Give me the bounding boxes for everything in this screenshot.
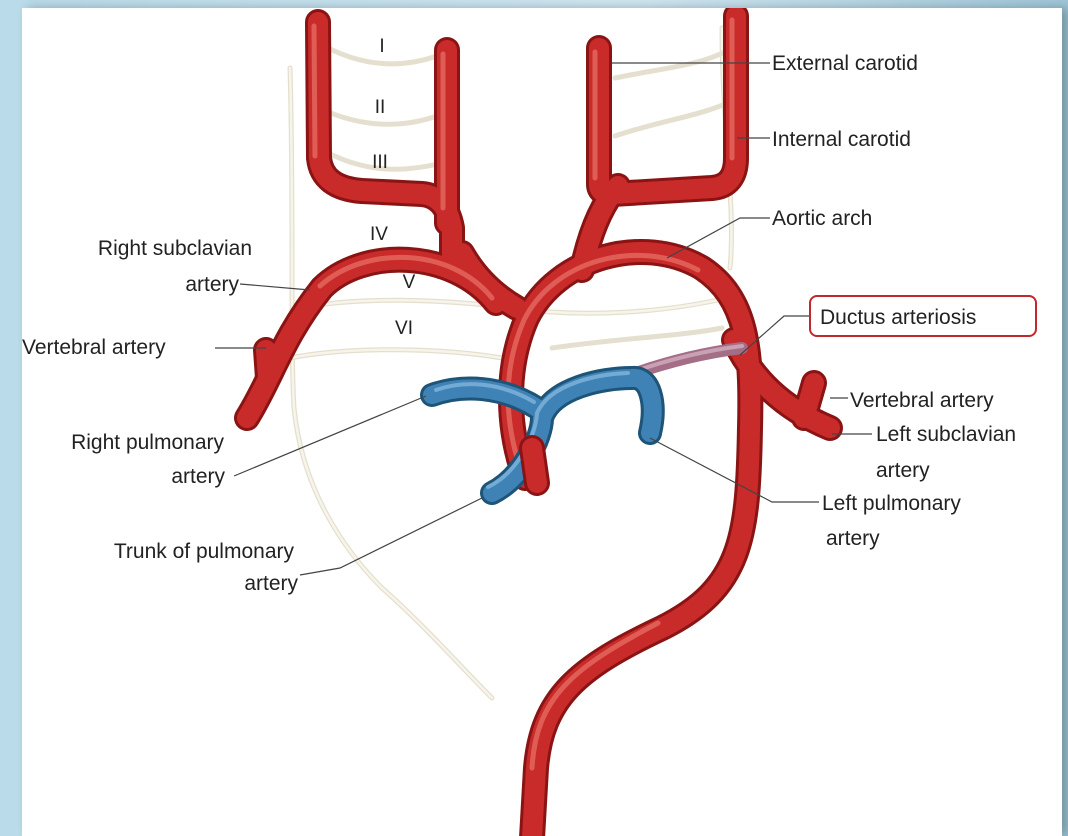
right-vertebral-vessel (266, 350, 268, 378)
left-vertebral-vessel (804, 383, 814, 418)
label-ductus-arteriosis: Ductus arteriosis (820, 306, 976, 329)
arch-numeral-5: V (403, 272, 416, 293)
arch-numeral-6: VI (395, 318, 413, 339)
label-left-subclavian-line1: Left subclavian (876, 423, 1016, 446)
label-trunk-line1: Trunk of pulmonary (114, 540, 295, 563)
label-internal-carotid: Internal carotid (772, 128, 911, 151)
label-right-subclavian-line1: Right subclavian (98, 237, 252, 260)
arch-numeral-4: IV (370, 224, 388, 245)
label-left-pulmonary-line2: artery (826, 527, 880, 550)
arch-band-6-left (552, 328, 722, 348)
right-pulmonary-vessel (432, 388, 537, 408)
label-vertebral-artery-left: Vertebral artery (850, 389, 994, 412)
aortic-arch-diagram: I II III IV V VI External carotid Intern… (22, 8, 1062, 836)
label-right-pulmonary-line2: artery (171, 465, 225, 488)
label-left-subclavian-line2: artery (876, 459, 930, 482)
label-left-pulmonary-line1: Left pulmonary (822, 492, 961, 515)
label-trunk-line2: artery (244, 572, 298, 595)
label-aortic-arch: Aortic arch (772, 207, 872, 230)
slide-canvas: I II III IV V VI External carotid Intern… (22, 8, 1062, 836)
arch-band-2-left (615, 100, 734, 136)
arch-numeral-1: I (379, 36, 384, 57)
arch-band-1 (319, 43, 437, 64)
left-carotid-vessel (599, 16, 736, 194)
label-vertebral-artery-right: Vertebral artery (22, 336, 166, 359)
label-external-carotid: External carotid (772, 52, 918, 75)
arch-numeral-3: III (372, 152, 388, 173)
label-right-pulmonary-line1: Right pulmonary (71, 431, 224, 454)
arch-numeral-2: II (375, 97, 386, 118)
label-right-subclavian-line2: artery (185, 273, 239, 296)
